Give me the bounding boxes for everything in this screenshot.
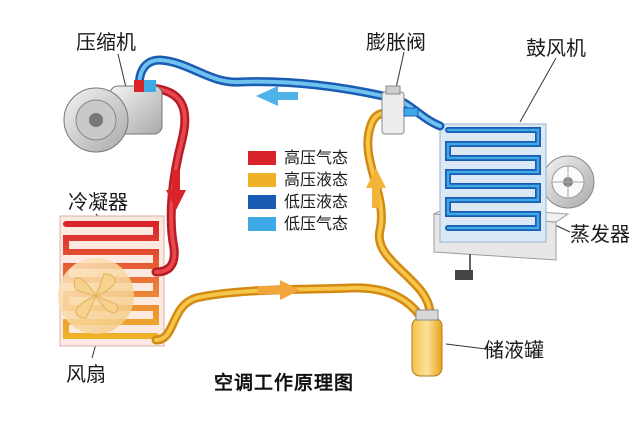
arrow-high-liquid-right <box>280 280 300 300</box>
fan-label: 风扇 <box>66 362 106 386</box>
diagram-title: 空调工作原理图 <box>214 372 355 394</box>
expansion-valve-icon <box>381 85 419 135</box>
legend-label: 高压液态 <box>284 170 349 189</box>
legend-swatch-low-pressure-liquid <box>248 195 276 209</box>
legend: 高压气态 高压液态 低压液态 低压气态 <box>248 148 348 236</box>
condenser-label: 冷凝器 <box>68 190 128 214</box>
legend-label: 高压气态 <box>284 148 349 167</box>
compressor-label: 压缩机 <box>76 30 136 54</box>
legend-item: 低压液态 <box>248 192 348 212</box>
receiver-drier-label: 储液罐 <box>484 338 544 362</box>
expansion-valve-label: 膨胀阀 <box>366 30 426 54</box>
legend-swatch-high-pressure-gas <box>248 151 276 165</box>
flow-arrows <box>166 86 386 300</box>
compressor-icon <box>63 80 163 153</box>
legend-item: 高压液态 <box>248 170 348 190</box>
legend-item: 高压气态 <box>248 148 348 168</box>
evaporator-label: 蒸发器 <box>570 222 630 246</box>
legend-swatch-high-pressure-liquid <box>248 173 276 187</box>
legend-swatch-low-pressure-gas <box>248 217 276 231</box>
evaporator-coil-icon <box>439 123 547 243</box>
legend-item: 低压气态 <box>248 214 348 234</box>
receiver-drier-icon <box>411 309 443 377</box>
blower-icon <box>541 155 595 209</box>
arrow-high-gas-down <box>166 190 186 210</box>
blower-label: 鼓风机 <box>526 36 586 60</box>
fan-icon <box>58 258 134 334</box>
arrow-low-gas-left <box>256 86 278 106</box>
legend-label: 低压气态 <box>284 214 349 233</box>
legend-label: 低压液态 <box>284 192 349 211</box>
arrow-high-liquid-up <box>366 168 386 188</box>
